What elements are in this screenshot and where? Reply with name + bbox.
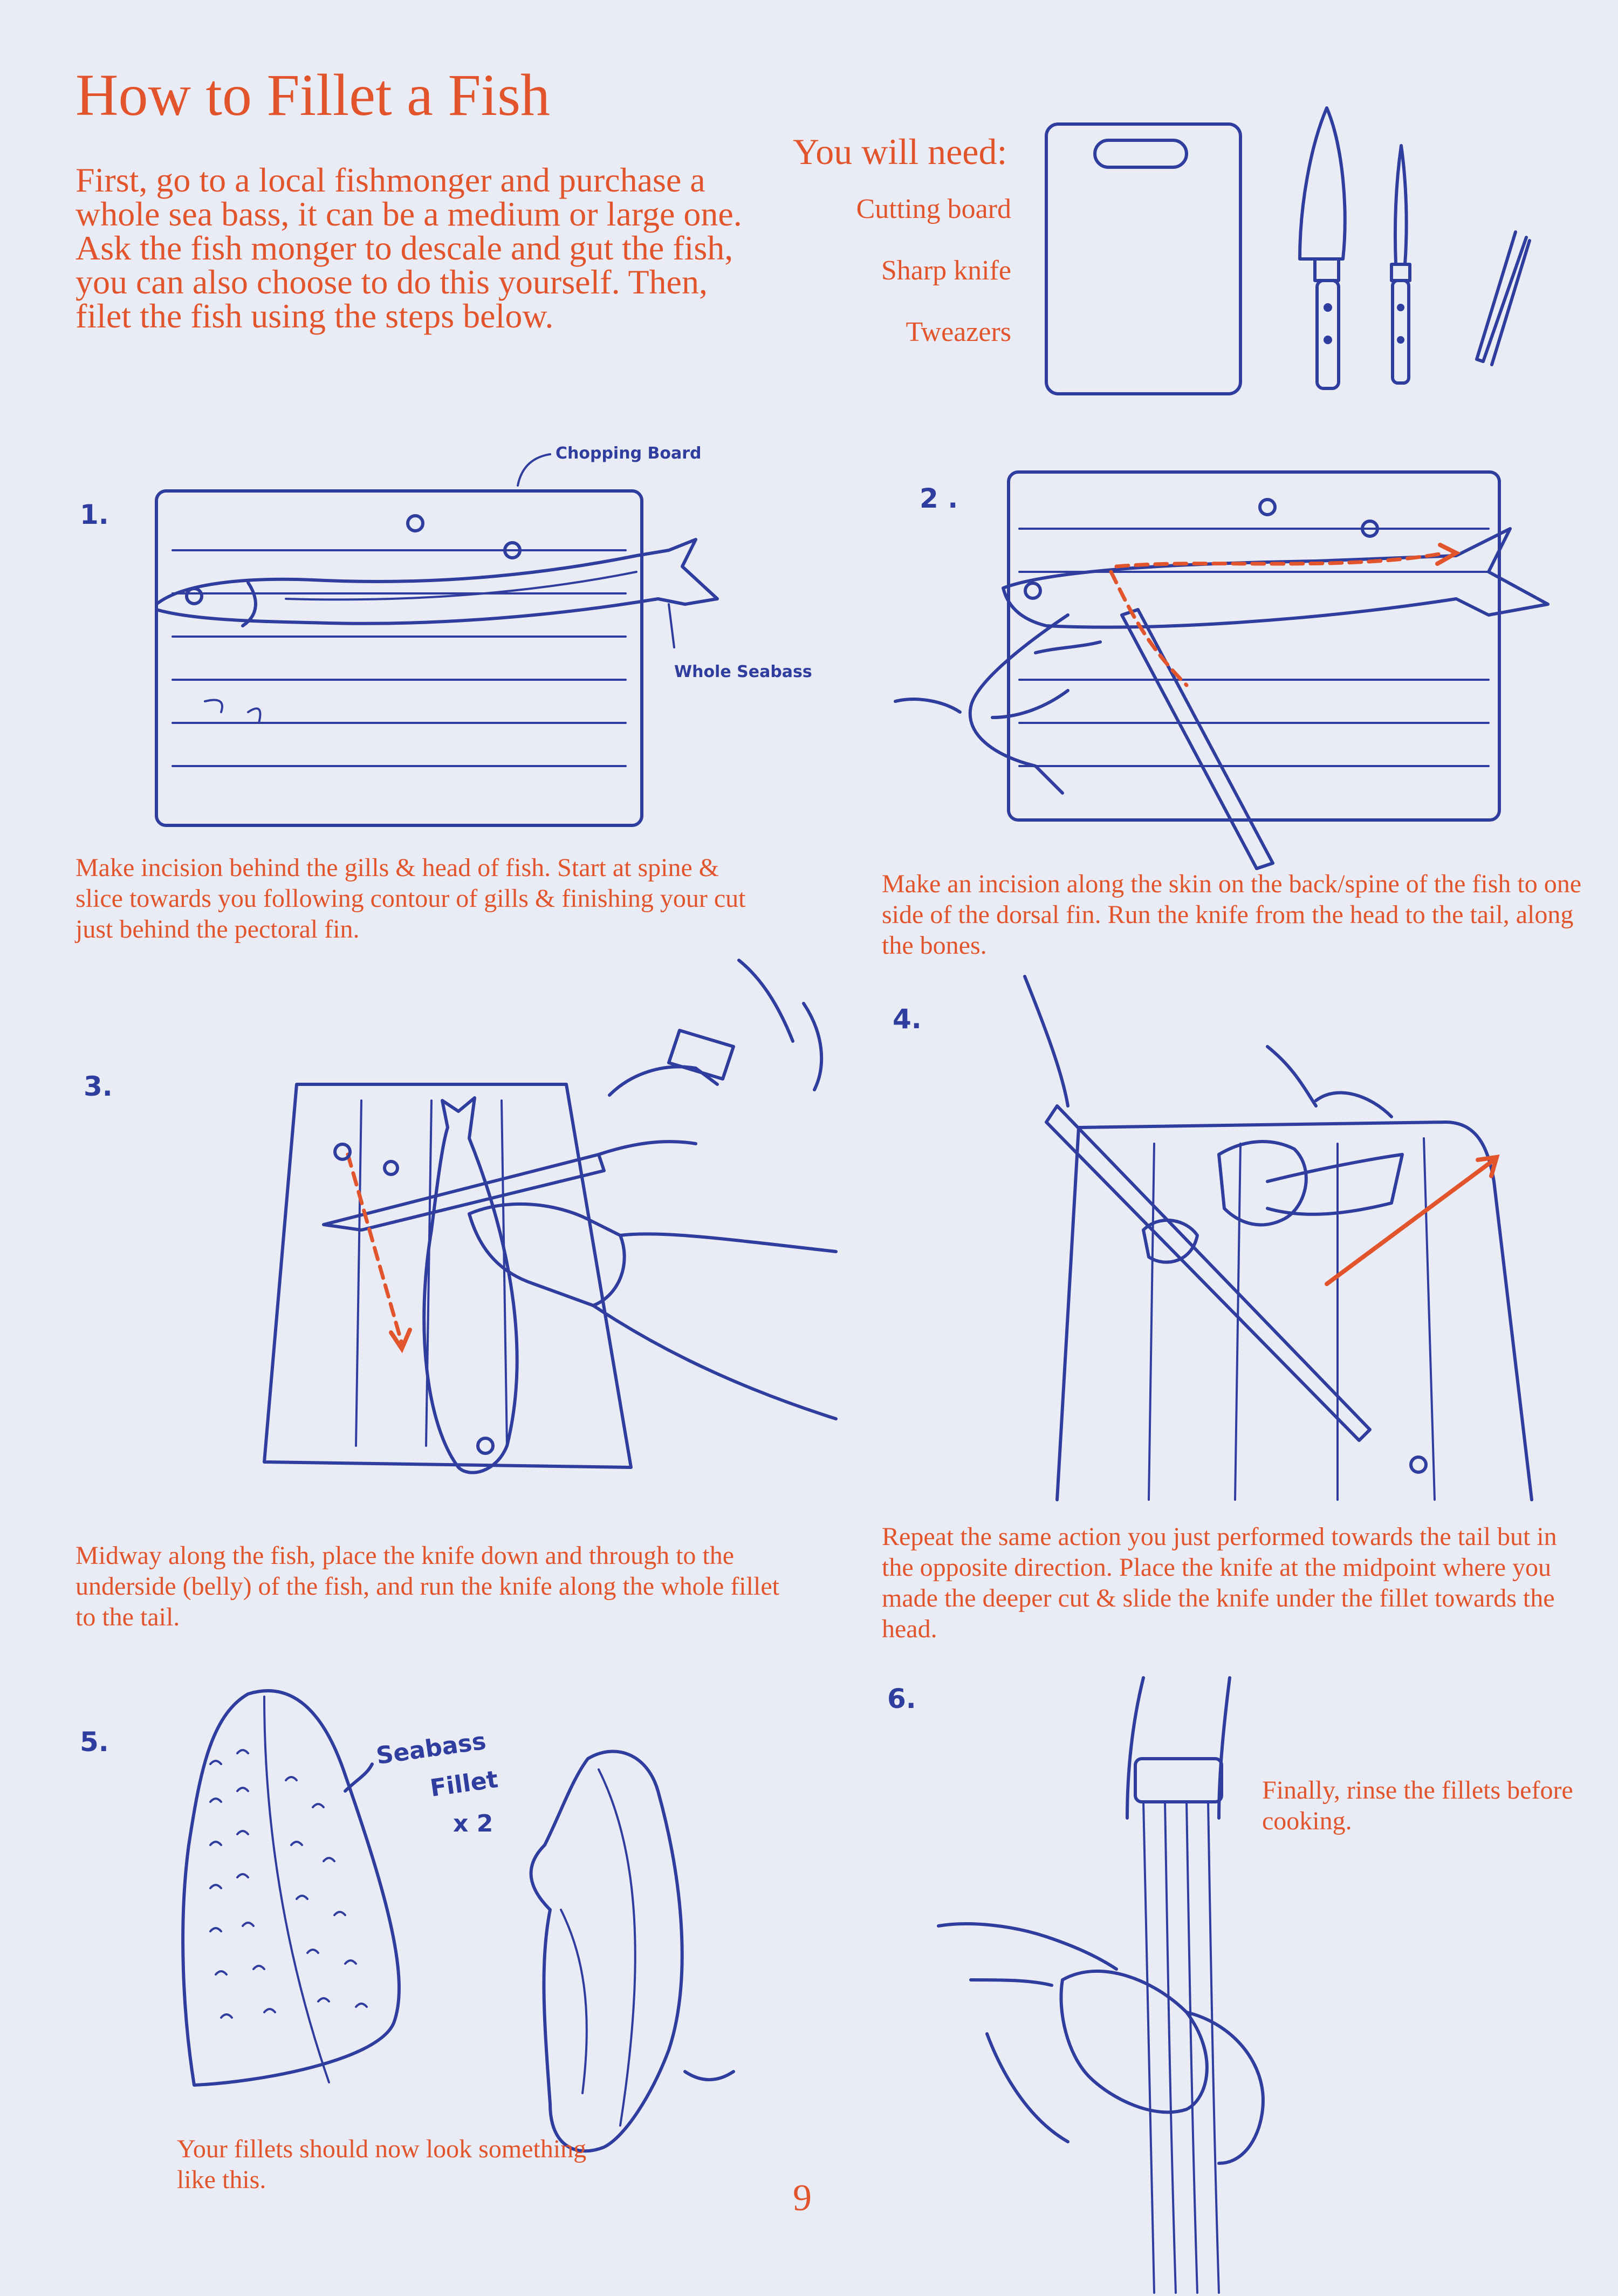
whole-seabass-label: Whole Seabass	[674, 662, 812, 681]
step-1-caption: Make incision behind the gills & head of…	[76, 853, 746, 944]
step-4-caption: Repeat the same action you just performe…	[882, 1522, 1557, 1643]
seabass-label: Seabass	[374, 1727, 488, 1770]
step-3-number: 3.	[84, 1071, 113, 1102]
you-will-need-heading: You will need:	[793, 131, 1007, 172]
step-2-caption: Make an incision along the skin on the b…	[882, 870, 1582, 960]
step-3-illustration	[263, 959, 838, 1474]
page-title: How to Fillet a Fish	[76, 62, 551, 128]
step-6-number: 6.	[887, 1683, 916, 1714]
chopping-board-label: Chopping Board	[556, 444, 701, 463]
step-1-illustration: Chopping Board Whole Seabass	[155, 444, 812, 827]
fillet-skin-pattern	[209, 1749, 368, 2019]
tools-illustration	[1045, 106, 1531, 395]
step-6-illustration	[937, 1676, 1265, 2294]
step-4-number: 4.	[893, 1003, 922, 1035]
chef-knife-icon	[1298, 106, 1347, 390]
step-1-number: 1.	[80, 499, 109, 530]
step-5-number: 5.	[80, 1726, 109, 1758]
step-2-illustration	[894, 470, 1550, 870]
step-5-caption: Your fillets should now look something l…	[177, 2135, 587, 2194]
need-item-tweezers: Tweazers	[906, 317, 1011, 347]
step-5-illustration: Seabass Fillet x 2	[181, 1689, 735, 2153]
step-6-caption: Finally, rinse the fillets before cookin…	[1262, 1776, 1573, 1835]
step-3-caption: Midway along the fish, place the knife d…	[76, 1541, 779, 1631]
step-4-illustration	[1023, 975, 1533, 1501]
fillet-count-label: x 2	[453, 1810, 493, 1837]
step-2-number: 2 .	[920, 483, 958, 514]
need-item-cutting-board: Cutting board	[856, 194, 1011, 224]
need-item-sharp-knife: Sharp knife	[881, 255, 1011, 286]
page-number: 9	[793, 2177, 812, 2219]
fillet-knife-icon	[1390, 144, 1411, 385]
tweezers-icon	[1475, 230, 1531, 366]
cutting-board-icon	[1045, 122, 1242, 395]
fillet-label: Fillet	[428, 1766, 499, 1802]
intro-paragraph: First, go to a local fishmonger and purc…	[76, 161, 742, 335]
